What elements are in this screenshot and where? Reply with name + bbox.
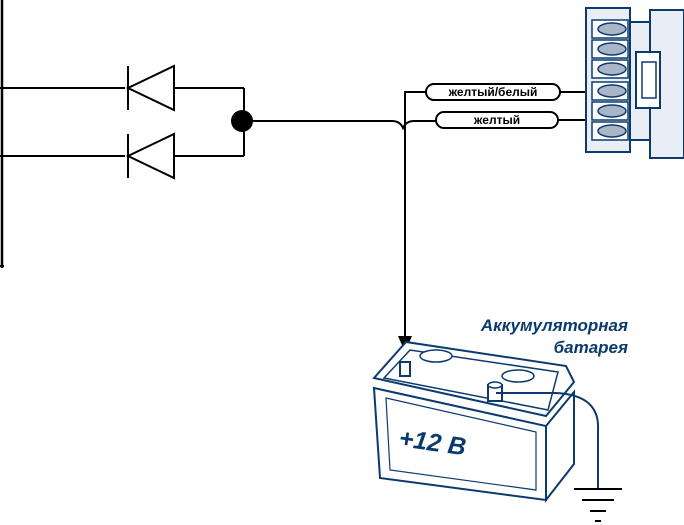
diode-lower (0, 132, 244, 180)
connector-block-icon (585, 7, 684, 159)
left-module-edge (0, 0, 4, 268)
wire-yellow-white (404, 91, 590, 340)
ground-wire (496, 392, 600, 488)
wire-label-yellow-white: желтый/белый (425, 83, 561, 101)
battery-icon (372, 340, 576, 503)
ground-icon (574, 488, 622, 522)
diode-icon (125, 64, 175, 112)
battery-title-line1: Аккумуляторная (480, 316, 628, 335)
svg-text:желтый/белый: желтый/белый (448, 85, 538, 99)
svg-text:желтый: желтый (473, 113, 520, 127)
battery-title-line2: батарея (554, 338, 628, 357)
diode-upper (0, 64, 244, 112)
diode-icon (125, 132, 175, 180)
wire-label-yellow: желтый (435, 111, 559, 129)
wire-yellow (244, 120, 438, 131)
junction-dot-icon (231, 110, 253, 132)
